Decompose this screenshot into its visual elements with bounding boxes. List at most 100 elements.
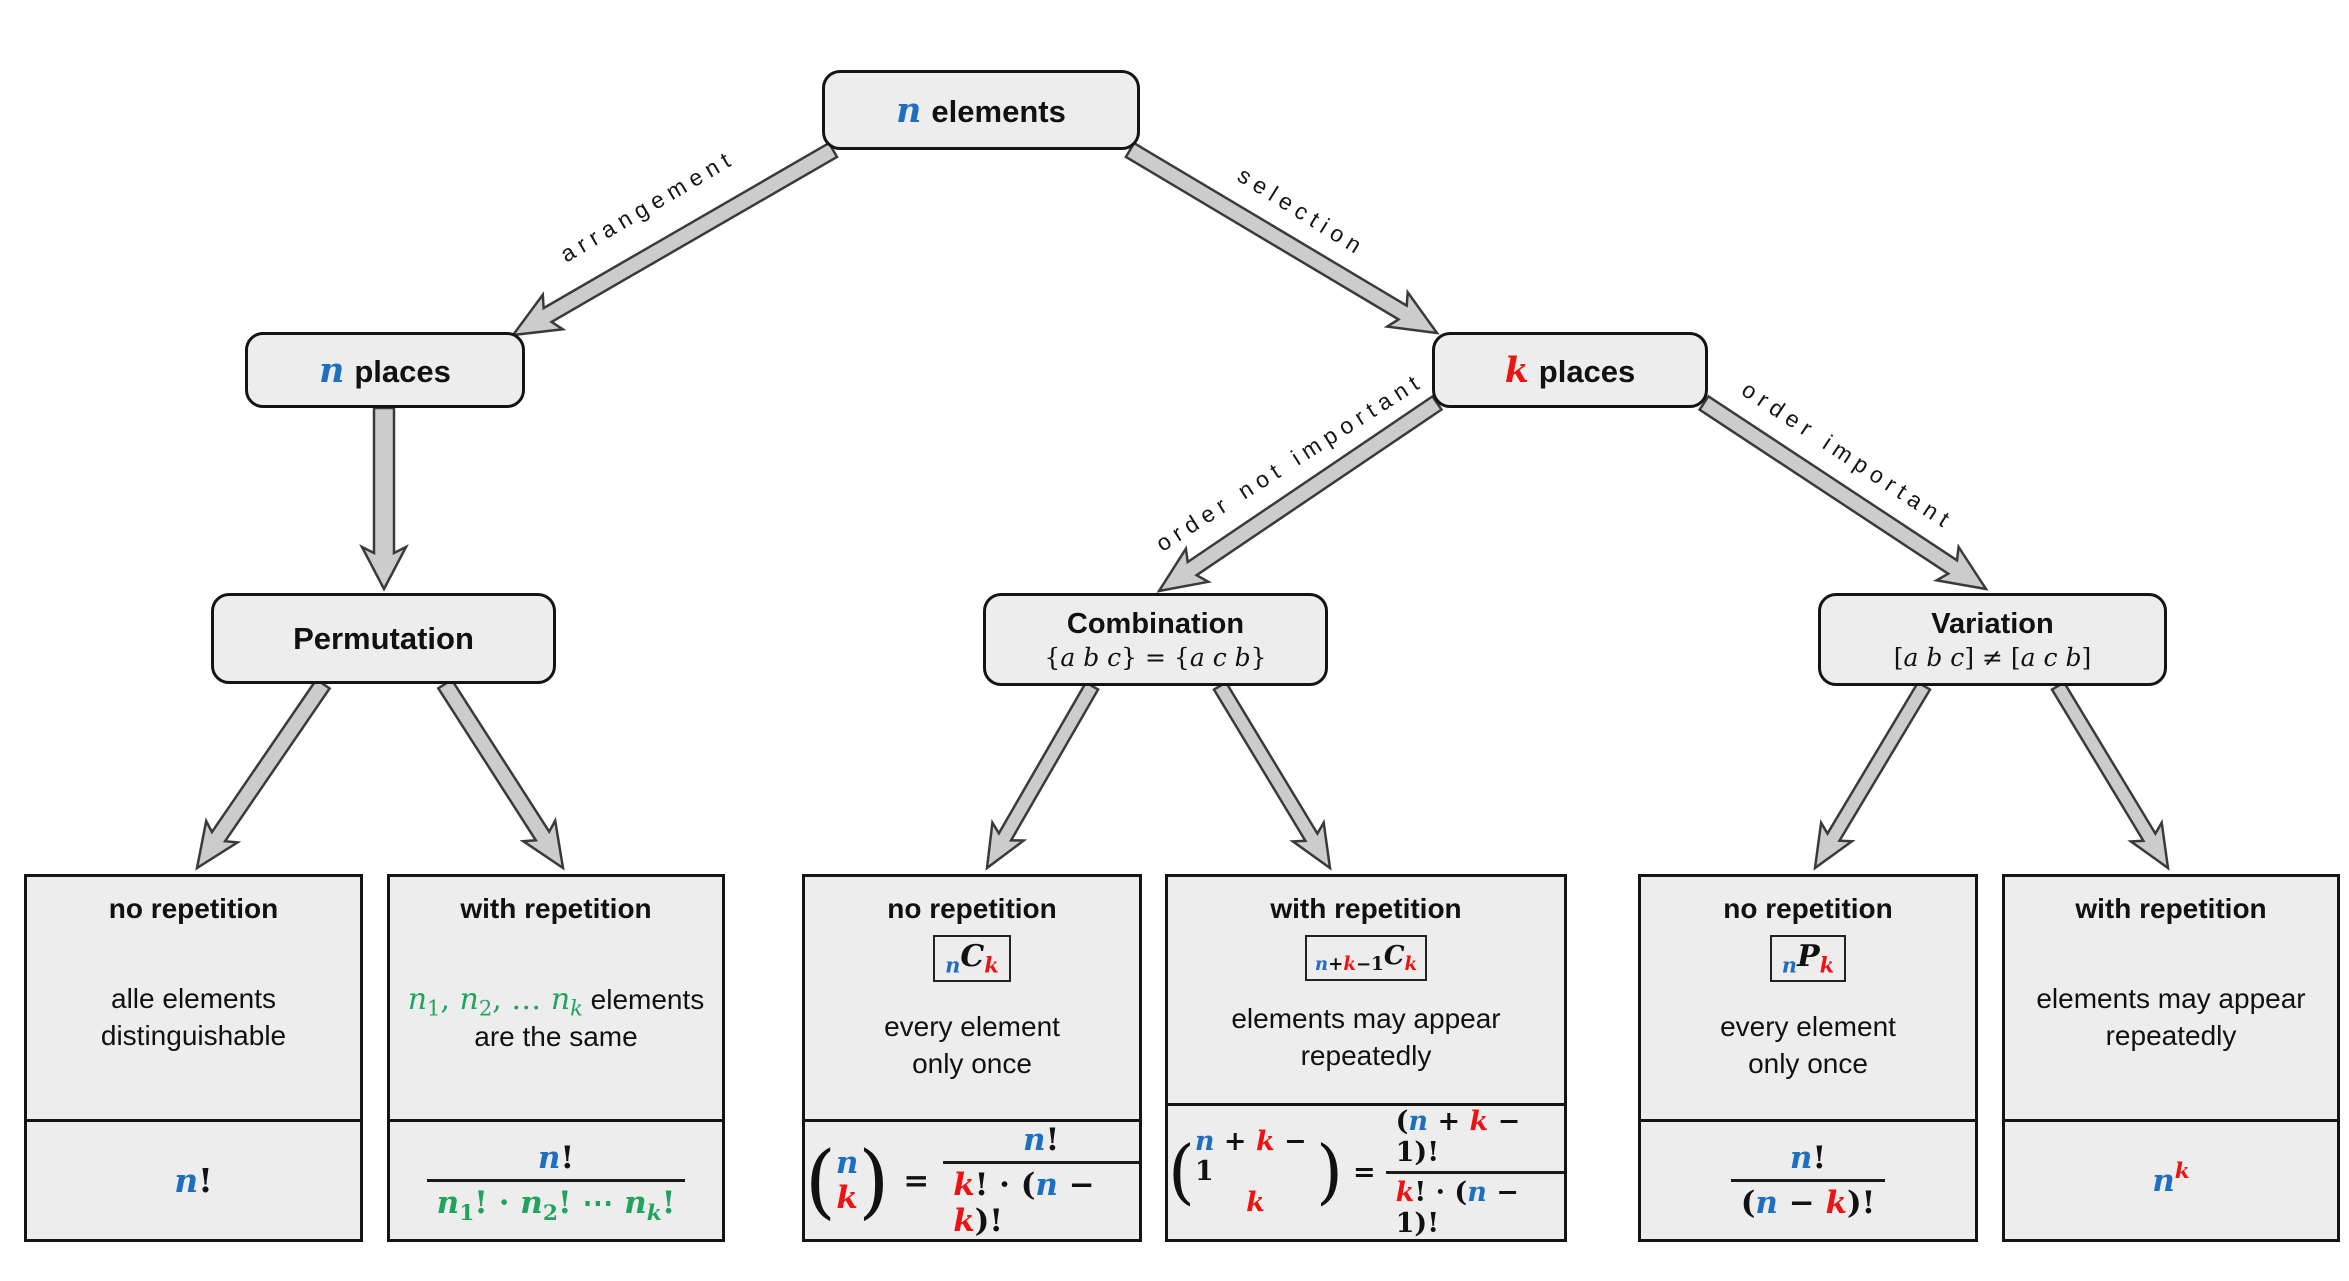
fraction-numerator: n! — [1789, 1140, 1827, 1176]
arrow-combination-to-no-repetition — [985, 680, 1100, 871]
node-n-places-title: n places — [319, 350, 451, 391]
node-k-places-title: k places — [1505, 350, 1636, 391]
fraction-denominator: k! · (n − 1)! — [1385, 1171, 1564, 1239]
fraction: (n + k − 1)! k! · (n − 1)! — [1385, 1106, 1564, 1239]
node-combination: Combination {a b c} = {a c b} — [983, 593, 1328, 686]
leaf-top-section: no repetition nPk every element only onc… — [1641, 877, 1975, 1119]
symbol-nCk: nCk — [933, 935, 1011, 982]
leaf-top-section: with repetition n1, n2, … nk elements ar… — [390, 877, 722, 1119]
arrow-permutation-to-no-repetition — [195, 677, 332, 871]
leaf-body-line: only once — [912, 1048, 1032, 1080]
leaf-permutation-no-repetition: no repetition alle elements distinguisha… — [24, 874, 363, 1242]
node-n-elements: n elements — [822, 70, 1140, 150]
fraction-numerator: n! — [537, 1140, 575, 1176]
arrow-n-places-to-permutation — [359, 406, 409, 592]
binomial-column: n + k − 1 k — [1194, 1126, 1316, 1218]
node-k-places-label: places — [1538, 353, 1636, 389]
leaf-top-section: with repetition elements may appear repe… — [2005, 877, 2337, 1119]
leaf-permutation-with-repetition: with repetition n1, n2, … nk elements ar… — [387, 874, 725, 1242]
leaf-body-line: only once — [1748, 1048, 1868, 1080]
leaf-title: no repetition — [887, 893, 1057, 924]
fraction-numerator: (n + k − 1)! — [1395, 1106, 1521, 1168]
n-variable: n — [896, 89, 922, 131]
node-variation: Variation [a b c] ≠ [a c b] — [1818, 593, 2167, 686]
leaf-body: every element only once — [1720, 982, 1896, 1120]
arrow-selection — [1124, 141, 1440, 335]
leaf-body: elements may appear repeatedly — [2036, 925, 2305, 1119]
leaf-body-line: repeatedly — [1300, 1039, 1432, 1071]
node-combination-title: Combination — [1066, 607, 1245, 640]
node-combination-subtitle: {a b c} = {a c b} — [1044, 642, 1267, 672]
leaf-body: alle elements distinguishable — [101, 925, 286, 1119]
equals-sign: = — [903, 1162, 930, 1199]
leaf-body-line: distinguishable — [100, 1020, 287, 1051]
formula-n-power-k: nk — [2152, 1158, 2190, 1199]
formula-n-factorial: n! — [174, 1161, 213, 1200]
node-n-elements-title: n elements — [896, 90, 1066, 131]
leaf-body-line: every element — [1720, 1011, 1896, 1043]
leaf-top-section: no repetition alle elements distinguisha… — [27, 877, 360, 1119]
node-n-places: n places — [245, 332, 525, 408]
leaf-formula: ( n k ) = n! k! · (n − k)! — [805, 1119, 1139, 1239]
leaf-body-line: are the same — [474, 1021, 638, 1053]
equals-sign: = — [1353, 1157, 1376, 1188]
fraction: n! k! · (n − k)! — [943, 1122, 1139, 1239]
leaf-body-line: repeatedly — [2105, 1020, 2237, 1051]
leaf-body: n1, n2, … nk elements are the same — [408, 925, 705, 1119]
leaf-title: with repetition — [460, 893, 652, 924]
binomial-bottom: k — [836, 1179, 858, 1216]
n1-n2-nk-math: n1, n2, … nk — [407, 981, 583, 1021]
leaf-formula: ( n + k − 1 k ) = (n + k − 1)! k! · (n −… — [1168, 1103, 1564, 1239]
binomial-coefficient: ( n k ) — [805, 1133, 890, 1228]
node-variation-subtitle: [a b c] ≠ [a c b] — [1893, 642, 2092, 672]
arrow-variation-to-no-repetition — [1813, 680, 1932, 871]
binomial-top: n + k − 1 — [1194, 1126, 1307, 1188]
binomial-coefficient: ( n + k − 1 k ) — [1168, 1126, 1344, 1218]
arrow-arrangement — [510, 141, 839, 337]
node-n-places-label: places — [354, 353, 451, 389]
fraction-numerator: n! — [1023, 1122, 1060, 1158]
leaf-top-section: with repetition n+k−1Ck elements may app… — [1168, 877, 1564, 1103]
leaf-body: elements may appear repeatedly — [1231, 981, 1500, 1104]
arrow-variation-to-with-repetition — [2050, 680, 2170, 871]
leaf-body-line: every element — [884, 1011, 1060, 1043]
leaf-title: no repetition — [108, 893, 279, 924]
arrow-k-places-to-combination — [1156, 394, 1444, 593]
leaf-formula: nk — [2005, 1119, 2337, 1239]
arrow-k-places-to-variation — [1697, 394, 1989, 591]
leaf-body-line: n1, n2, … nk elements — [408, 980, 705, 1020]
binomial-top: n — [835, 1144, 859, 1181]
fraction-denominator: (n − k)! — [1730, 1179, 1886, 1221]
leaf-formula: n! — [27, 1119, 360, 1239]
leaf-combination-with-repetition: with repetition n+k−1Ck elements may app… — [1165, 874, 1567, 1242]
leaf-title: no repetition — [1723, 893, 1893, 924]
n-variable: n — [319, 349, 345, 391]
leaf-formula: n! (n − k)! — [1641, 1119, 1975, 1239]
leaf-body-line: elements may appear — [2036, 983, 2306, 1015]
leaf-combination-no-repetition: no repetition nCk every element only onc… — [802, 874, 1142, 1242]
node-permutation: Permutation — [211, 593, 556, 684]
arrow-permutation-to-with-repetition — [436, 677, 565, 871]
fraction-denominator: n1! · n2! ⋯ nk! — [426, 1179, 686, 1224]
leaf-title: with repetition — [2075, 893, 2267, 924]
fraction: n! n1! · n2! ⋯ nk! — [426, 1140, 686, 1224]
leaf-body-line: elements may appear — [1231, 1002, 1501, 1034]
binomial-column: n k — [835, 1144, 859, 1216]
leaf-title: with repetition — [1270, 893, 1462, 924]
fraction: n! (n − k)! — [1730, 1140, 1886, 1221]
leaf-variation-with-repetition: with repetition elements may appear repe… — [2002, 874, 2340, 1242]
symbol-nPk: nPk — [1769, 935, 1847, 982]
leaf-formula: n! n1! · n2! ⋯ nk! — [390, 1119, 722, 1239]
fraction-denominator: k! · (n − k)! — [943, 1161, 1139, 1239]
node-variation-title: Variation — [1931, 607, 2054, 640]
leaf-body-line: alle elements — [111, 983, 276, 1015]
arrow-combination-to-with-repetition — [1212, 680, 1332, 871]
node-permutation-title: Permutation — [293, 620, 474, 656]
binomial-bottom: k — [1246, 1186, 1265, 1218]
leaf-variation-no-repetition: no repetition nPk every element only onc… — [1638, 874, 1978, 1242]
leaf-top-section: no repetition nCk every element only onc… — [805, 877, 1139, 1119]
symbol-n-plus-k-minus-1-Ck: n+k−1Ck — [1304, 935, 1428, 981]
node-n-elements-label: elements — [931, 93, 1066, 129]
